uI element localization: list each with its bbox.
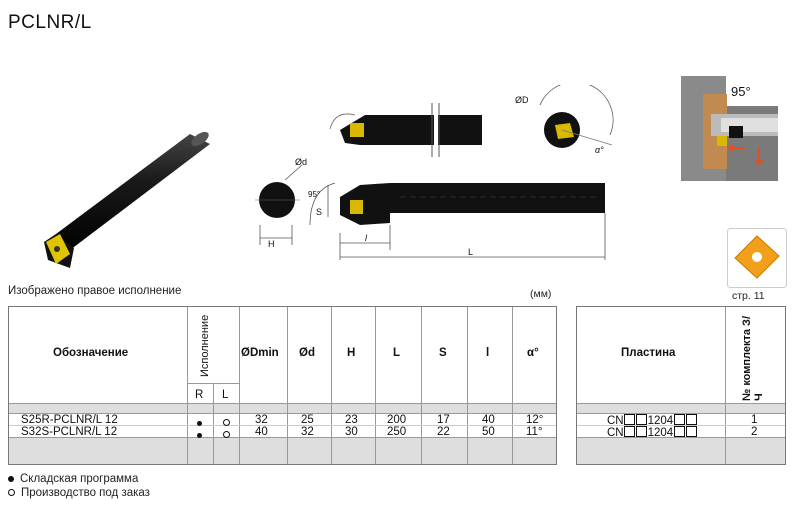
row2-designation: S32S-PCLNR/L 12 bbox=[21, 426, 118, 438]
footer-spacer bbox=[9, 437, 556, 464]
row1-S: 17 bbox=[437, 414, 450, 426]
top-view bbox=[329, 103, 482, 157]
legend-stock: Складская программа bbox=[8, 473, 138, 485]
filled-dot-icon bbox=[8, 475, 14, 482]
diameter-d-label: Ød bbox=[295, 157, 307, 167]
col-L-version-header: L bbox=[222, 389, 229, 401]
hollow-circle-icon bbox=[8, 489, 15, 497]
legend-order: Производство под заказ bbox=[8, 487, 150, 499]
row2-L-mark bbox=[223, 429, 230, 441]
col-set-header: № комплекта З/Ч bbox=[741, 315, 765, 401]
row1-H: 23 bbox=[345, 414, 358, 426]
diameter-D-label: ØD bbox=[515, 95, 529, 105]
kappa-label: 95° bbox=[308, 190, 320, 199]
end-view-top: ØD α° bbox=[515, 85, 614, 155]
insert-page-ref: стр. 11 bbox=[732, 290, 765, 302]
main-view: 95° S l L bbox=[308, 182, 606, 260]
col-alpha-header: α° bbox=[527, 347, 539, 359]
section-view: H Ød bbox=[255, 157, 307, 249]
row2-L: 250 bbox=[387, 426, 407, 438]
row2-H: 30 bbox=[345, 426, 358, 438]
col-plate-header: Пластина bbox=[621, 347, 676, 359]
row2-d: 32 bbox=[301, 426, 314, 438]
insert-row2-set: 2 bbox=[751, 426, 758, 438]
insert-row1-set: 1 bbox=[751, 414, 758, 426]
col-version-header: Исполнение bbox=[199, 314, 211, 377]
col-Dmin-header: ØDmin bbox=[241, 347, 279, 359]
angle-label: 95° bbox=[731, 84, 751, 99]
L-label: L bbox=[468, 247, 473, 257]
spec-table: Обозначение Исполнение R L ØDmin Ød H L … bbox=[8, 306, 557, 465]
header-spacer bbox=[9, 403, 556, 413]
page-title: PCLNR/L bbox=[8, 12, 92, 33]
insert-image bbox=[727, 228, 787, 288]
row1-designation: S25R-PCLNR/L 12 bbox=[21, 414, 118, 426]
row1-R-mark bbox=[197, 417, 202, 429]
row1-L: 200 bbox=[387, 414, 407, 426]
view-caption: Изображено правое исполнение bbox=[8, 285, 182, 297]
col-designation-header: Обозначение bbox=[53, 347, 129, 359]
boring-bar-photo bbox=[44, 131, 210, 268]
row2-R-mark bbox=[197, 429, 202, 441]
row1-L-mark bbox=[223, 417, 230, 429]
row1-alpha: 12° bbox=[526, 414, 544, 426]
row2-l: 50 bbox=[482, 426, 495, 438]
col-Lval-header: L bbox=[393, 347, 401, 359]
row2-S: 22 bbox=[437, 426, 450, 438]
l-label: l bbox=[365, 233, 368, 243]
col-l-header: l bbox=[486, 347, 490, 359]
row1-l: 40 bbox=[482, 414, 495, 426]
application-diagram: 95° bbox=[681, 76, 778, 181]
S-label: S bbox=[316, 207, 322, 217]
row1-d: 25 bbox=[301, 414, 314, 426]
row1-Dmin: 32 bbox=[255, 414, 268, 426]
col-d-header: Ød bbox=[299, 347, 315, 359]
row2-Dmin: 40 bbox=[255, 426, 268, 438]
col-S-header: S bbox=[439, 347, 447, 359]
alpha-label: α° bbox=[595, 145, 604, 155]
H-label: H bbox=[268, 239, 275, 249]
col-R-header: R bbox=[195, 389, 204, 401]
insert-footer-spacer bbox=[577, 437, 785, 464]
units-label: (мм) bbox=[530, 288, 552, 300]
insert-header-spacer bbox=[577, 403, 785, 413]
col-H-header: H bbox=[347, 347, 356, 359]
row2-alpha: 11° bbox=[526, 426, 543, 438]
technical-drawing: ØD α° H Ød 95° S l L bbox=[255, 85, 614, 260]
